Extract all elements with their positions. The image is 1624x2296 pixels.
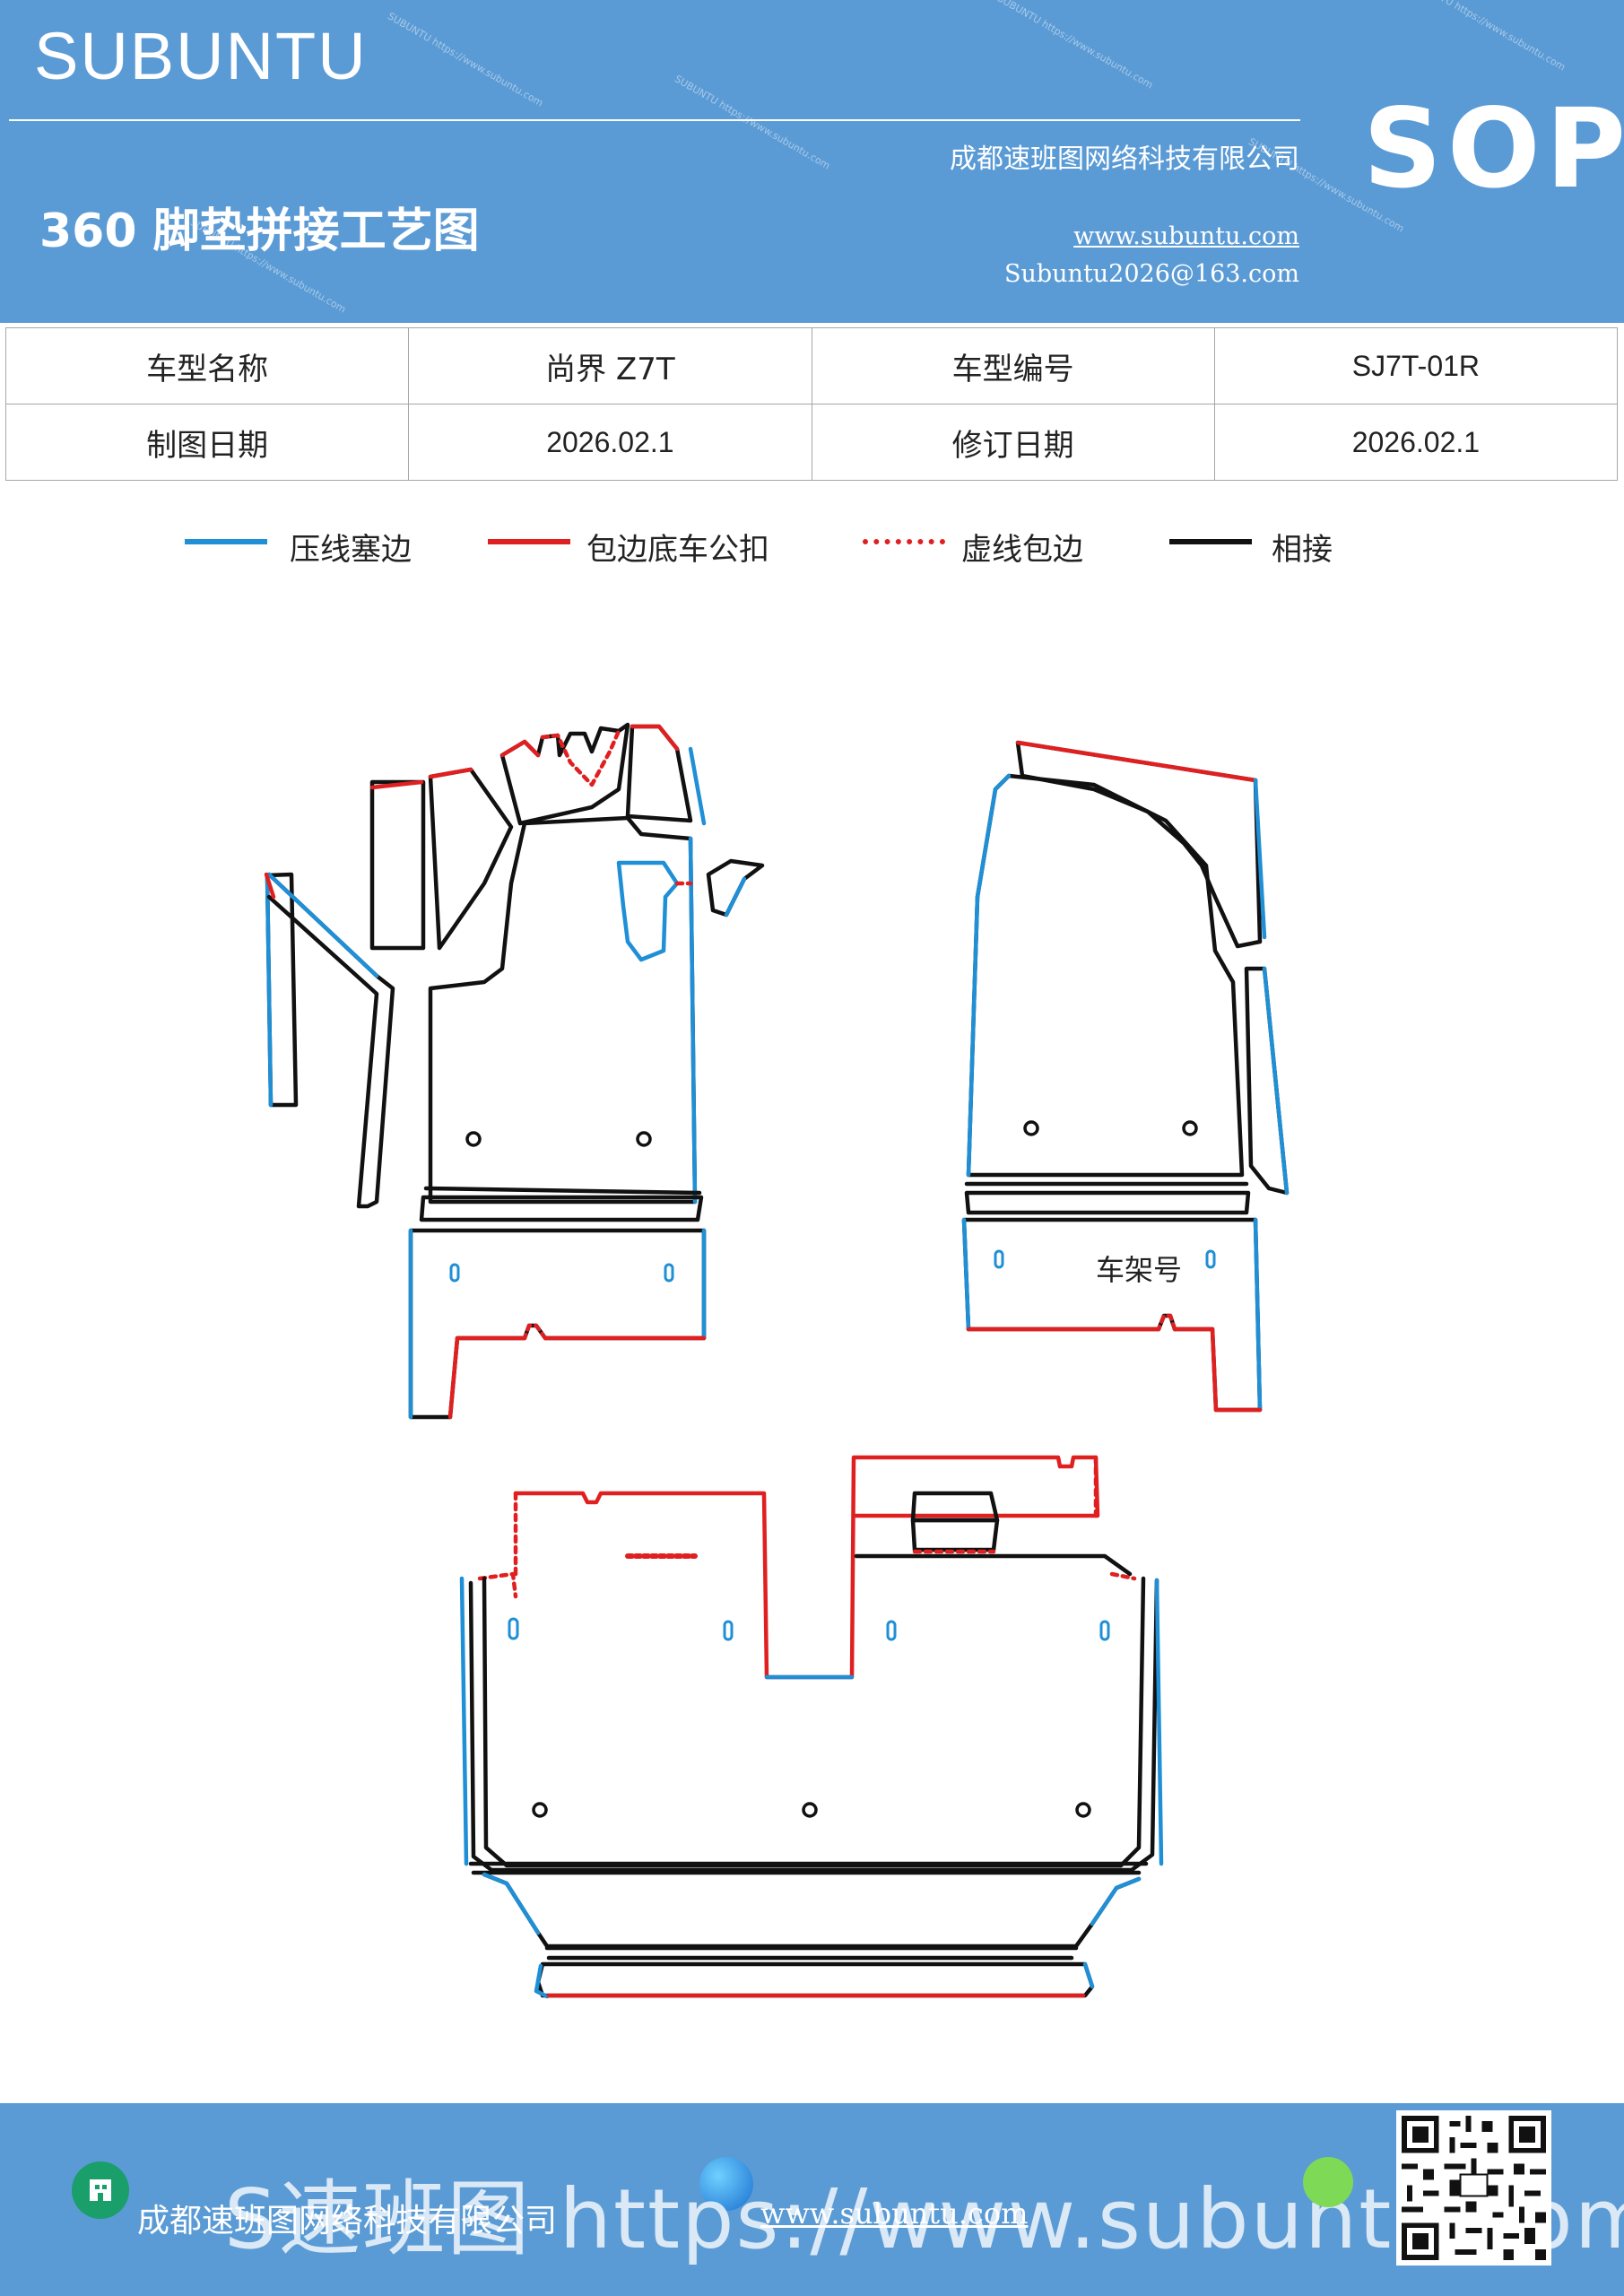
table-cell: 制图日期 [4, 404, 410, 481]
footer-website-link[interactable]: www.subuntu.com [760, 2196, 1029, 2231]
footer-banner: 成都速班图网络科技有限公司 www.subuntu.com S速班图 https… [0, 2103, 1624, 2296]
legend-swatch [863, 539, 945, 544]
table-cell: 2026.02.1 [1213, 404, 1619, 481]
legend-label: 压线塞边 [290, 532, 412, 568]
building-icon [72, 2161, 129, 2219]
qr-code-icon [1396, 2110, 1551, 2266]
legend-swatch [488, 539, 570, 544]
legend-label: 虚线包边 [961, 532, 1083, 568]
legend-label: 包边底车公扣 [586, 532, 769, 568]
header-divider [9, 119, 1300, 121]
email-address: Subuntu2026@163.com [1004, 260, 1299, 288]
passenger-mat: 车架号 [961, 740, 1290, 1413]
globe-icon [699, 2157, 753, 2211]
table-row: 制图日期 2026.02.1 修订日期 2026.02.1 [4, 404, 1619, 481]
legend-swatch [185, 539, 267, 544]
legend-swatch [1169, 539, 1252, 544]
header-banner: SUBUNTU SOP 成都速班图网络科技有限公司 360 脚垫拼接工艺图 ww… [0, 0, 1624, 323]
table-cell: 车型编号 [811, 327, 1215, 404]
table-cell: 2026.02.1 [408, 404, 812, 481]
footer-overlay-text: S速班图 https://www.subuntu.com [224, 2171, 1624, 2267]
website-link[interactable]: www.subuntu.com [1073, 222, 1299, 250]
table-row: 车型名称 尚界 Z7T 车型编号 SJ7T-01R [4, 327, 1619, 404]
table-cell: 尚界 Z7T [408, 327, 812, 404]
table-cell: 修订日期 [811, 404, 1215, 481]
vin-label: 车架号 [1096, 1253, 1182, 1287]
document-title: 360 脚垫拼接工艺图 [39, 204, 480, 258]
legend-label: 相接 [1272, 532, 1333, 568]
brand-name: SUBUNTU [34, 19, 368, 93]
company-name: 成都速班图网络科技有限公司 [950, 144, 1299, 175]
vehicle-info-table: 车型名称 尚界 Z7T 车型编号 SJ7T-01R 制图日期 2026.02.1… [4, 327, 1619, 481]
table-cell: SJ7T-01R [1213, 327, 1619, 404]
rear-mat [459, 1455, 1164, 1999]
sop-badge: SOP [1363, 85, 1624, 213]
footer-company-name: 成都速班图网络科技有限公司 [137, 2203, 558, 2239]
driver-mat [264, 722, 765, 1420]
table-cell: 车型名称 [4, 327, 410, 404]
wechat-icon [1303, 2157, 1353, 2207]
